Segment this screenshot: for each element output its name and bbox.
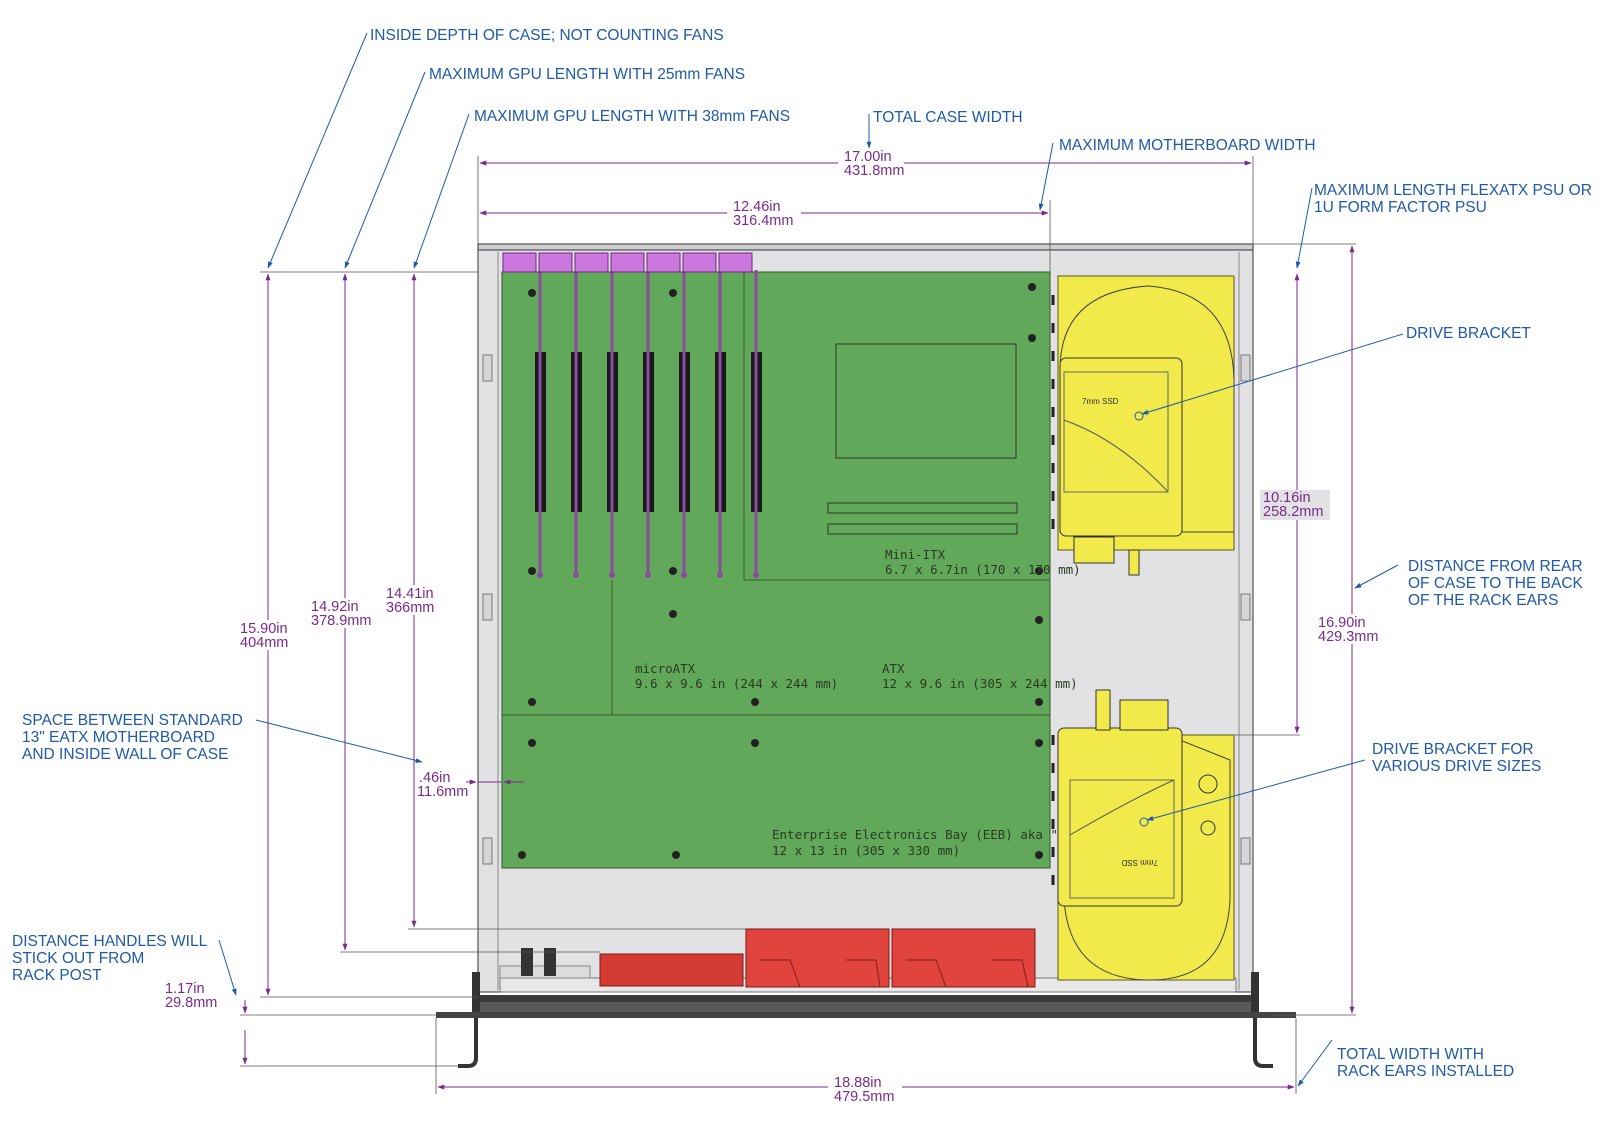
callout-rear-ears-1: DISTANCE FROM REAR [1408,558,1583,575]
microatx-label: microATX [635,661,696,676]
callout-psu-line2: 1U FORM FACTOR PSU [1314,199,1487,216]
atx-label: ATX [882,661,905,676]
callout-space-3: AND INSIDE WALL OF CASE [22,746,228,763]
callout-drive-bracket: DRIVE BRACKET [1406,325,1531,342]
screw-icon [669,610,677,618]
callout-total-case-width: TOTAL CASE WIDTH [873,109,1023,126]
screw-icon [528,289,536,297]
callout-drive-various-2: VARIOUS DRIVE SIZES [1372,758,1541,775]
callout-drive-various-1: DRIVE BRACKET FOR [1372,741,1534,758]
case-width-mm: 431.8mm [844,163,904,179]
motherboard [501,271,1051,869]
screw-icon [669,289,677,297]
gpu-38-in: 14.41in [386,586,434,602]
callout-psu-line1: MAXIMUM LENGTH FLEXATX PSU OR [1314,182,1592,199]
gpu-25-mm: 378.9mm [311,613,371,629]
ssd-bottom-label: 7mm SSD [1121,858,1158,867]
total-width-mm: 479.5mm [834,1089,894,1105]
dimension-labels: 17.00in 431.8mm 12.46in 316.4mm 10.16in … [165,148,1387,1105]
fan-icon [745,928,890,988]
screw-icon [669,567,677,575]
callout-handles-2: STICK OUT FROM [12,950,144,967]
callout-space-1: SPACE BETWEEN STANDARD [22,712,243,729]
callout-handles-3: RACK POST [12,967,102,984]
callout-inside-depth: INSIDE DEPTH OF CASE; NOT COUNTING FANS [370,27,724,44]
screw-icon [518,851,526,859]
pci-slots [502,252,762,578]
atx-size: 12 x 9.6 in (305 x 244 mm) [882,676,1078,691]
drive-bracket-top: 7mm SSD [1051,275,1235,576]
screw-icon [1028,334,1036,342]
case-width-in: 17.00in [844,149,892,165]
drive-bracket-bottom: 7mm SSD [1051,689,1235,981]
total-width-in: 18.88in [834,1075,882,1091]
screw-icon [751,739,759,747]
callout-total-ears-2: RACK EARS INSTALLED [1337,1063,1514,1080]
ssd-top-label: 7mm SSD [1082,397,1119,406]
screw-icons [518,283,1043,859]
screw-icon [1035,851,1043,859]
psu-length-in: 10.16in [1263,490,1311,506]
gpu-38-mm: 366mm [386,600,434,616]
rack-ears-in: 16.90in [1318,615,1366,631]
callout-max-mobo-width: MAXIMUM MOTHERBOARD WIDTH [1059,137,1316,154]
screw-icon [1028,283,1036,291]
inside-depth-mm: 404mm [240,635,288,651]
callout-labels: INSIDE DEPTH OF CASE; NOT COUNTING FANS … [12,27,1592,1080]
pci-slot-icon [607,270,618,578]
pci-slot-icon [571,270,582,578]
microatx-size: 9.6 x 9.6 in (244 x 244 mm) [635,676,838,691]
callout-gpu-25: MAXIMUM GPU LENGTH WITH 25mm FANS [429,66,745,83]
board-labels: Mini-ITX 6.7 x 6.7in (170 x 170 mm) micr… [635,547,1133,858]
pci-slot-icon [715,270,726,578]
screw-icon [528,567,536,575]
screw-icon [1035,567,1043,575]
pci-bracket-row [502,252,753,273]
callout-total-ears-1: TOTAL WIDTH WITH [1337,1046,1484,1063]
wall-gap-in: .46in [419,770,450,786]
mobo-width-in: 12.46in [733,199,781,215]
callout-rear-ears-3: OF THE RACK EARS [1408,592,1558,609]
pci-slot-icon [535,270,546,578]
callout-handles-1: DISTANCE HANDLES WILL [12,933,208,950]
pci-slot-icon [679,270,690,578]
wall-gap-mm: 11.6mm [417,784,468,800]
mini-itx-size: 6.7 x 6.7in (170 x 170 mm) [885,562,1081,577]
screw-icon [528,739,536,747]
mobo-width-mm: 316.4mm [733,213,793,229]
fans [521,928,1036,988]
callout-rear-ears-2: OF CASE TO THE BACK [1408,575,1584,592]
handles-mm: 29.8mm [165,995,217,1011]
eeb-label: Enterprise Electronics Bay (EEB) aka "13… [772,827,1133,842]
callout-leaders [218,32,1404,1087]
inside-depth-in: 15.90in [240,621,288,637]
eeb-size: 12 x 13 in (305 x 330 mm) [772,843,960,858]
screw-icon [751,698,759,706]
screw-icon [1035,739,1043,747]
psu-block [599,953,744,987]
pci-slot-icon [643,270,654,578]
gpu-25-in: 14.92in [311,599,359,615]
callout-space-2: 13" EATX MOTHERBOARD [22,729,215,746]
pci-slot-icon [751,270,762,578]
fan-icon [891,928,1036,988]
screw-icon [672,851,680,859]
screw-icon [1035,616,1043,624]
screw-icon [1035,698,1043,706]
rack-ears-mm: 429.3mm [1318,629,1378,645]
handles-in: 1.17in [165,981,205,997]
psu-length-mm: 258.2mm [1263,504,1323,520]
screw-icon [528,698,536,706]
mini-itx-label: Mini-ITX [885,547,946,562]
callout-gpu-38: MAXIMUM GPU LENGTH WITH 38mm FANS [474,108,790,125]
